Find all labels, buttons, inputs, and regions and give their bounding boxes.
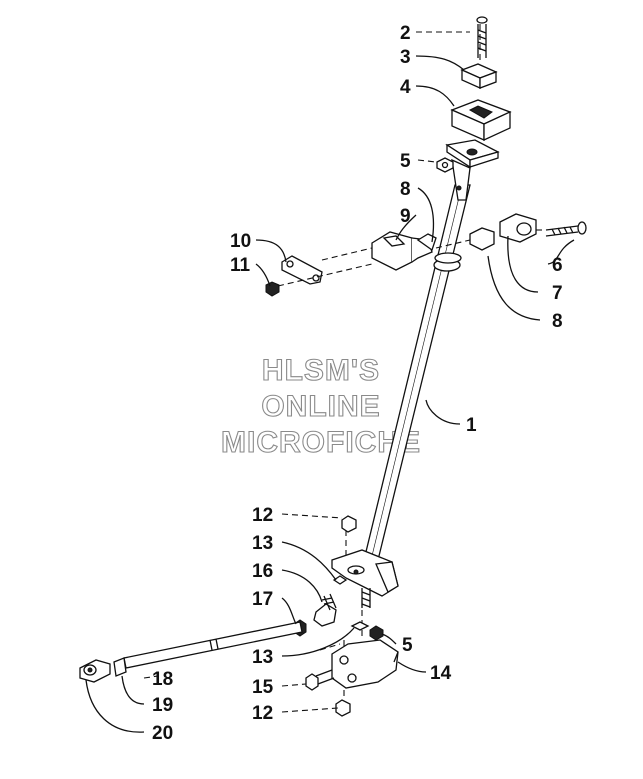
handlebar-block bbox=[450, 99, 512, 142]
watermark-line-2: ONLINE bbox=[261, 390, 380, 423]
callout-15: 15 bbox=[252, 677, 274, 698]
steering-arm-housing bbox=[331, 549, 399, 597]
callout-12-upper: 12 bbox=[252, 505, 273, 526]
callout-8-upper: 8 bbox=[400, 179, 411, 200]
callout-13-upper: 13 bbox=[252, 533, 273, 554]
tie-rod bbox=[123, 621, 303, 669]
ball-joint bbox=[313, 593, 337, 627]
callout-2: 2 bbox=[400, 23, 411, 44]
upper-lock-nut bbox=[341, 515, 357, 533]
pitman-arm bbox=[331, 639, 399, 689]
callout-5-lower: 5 bbox=[402, 635, 413, 656]
lower-bolt bbox=[305, 669, 335, 691]
callout-11: 11 bbox=[230, 255, 251, 276]
steering-post bbox=[363, 184, 471, 561]
callout-1: 1 bbox=[466, 415, 477, 436]
lower-washer bbox=[350, 621, 370, 631]
callout-17: 17 bbox=[252, 589, 273, 610]
upper-washer bbox=[332, 575, 348, 585]
watermark-line-1: HLSM'S bbox=[262, 354, 380, 387]
callout-8-lower: 8 bbox=[552, 311, 563, 332]
left-link-plate bbox=[281, 255, 323, 285]
handlebar-clamp-cap bbox=[460, 63, 498, 90]
callout-12-lower: 12 bbox=[252, 703, 273, 724]
cap-bolt bbox=[476, 16, 488, 58]
callout-19: 19 bbox=[152, 695, 173, 716]
callout-6: 6 bbox=[552, 255, 563, 276]
callout-4: 4 bbox=[400, 77, 411, 98]
right-clamp bbox=[469, 213, 537, 251]
callout-20: 20 bbox=[152, 723, 173, 744]
lower-lock-nut bbox=[335, 699, 351, 717]
lower-nut bbox=[369, 625, 384, 641]
callout-16: 16 bbox=[252, 561, 273, 582]
left-bracket bbox=[371, 231, 437, 271]
stud bbox=[361, 588, 371, 608]
right-bolt bbox=[545, 221, 587, 237]
callout-13-lower: 13 bbox=[252, 647, 273, 668]
upper-nut bbox=[436, 157, 454, 173]
callout-leaders bbox=[85, 31, 575, 733]
callout-5-upper: 5 bbox=[400, 151, 411, 172]
callout-14: 14 bbox=[430, 663, 452, 684]
tie-rod-end bbox=[79, 657, 127, 683]
callout-18: 18 bbox=[152, 669, 173, 690]
left-nut bbox=[265, 281, 280, 297]
watermark-line-3: MICROFICHE bbox=[221, 426, 421, 459]
callout-3: 3 bbox=[400, 47, 411, 68]
callout-10: 10 bbox=[230, 231, 251, 252]
callout-7: 7 bbox=[552, 283, 563, 304]
callout-labels: 2 3 4 5 8 9 10 11 6 7 8 1 12 13 16 17 13… bbox=[152, 23, 563, 744]
watermark: HLSM'S ONLINE MICROFICHE bbox=[220, 353, 421, 459]
column-head bbox=[445, 139, 500, 201]
callout-9: 9 bbox=[400, 206, 411, 227]
